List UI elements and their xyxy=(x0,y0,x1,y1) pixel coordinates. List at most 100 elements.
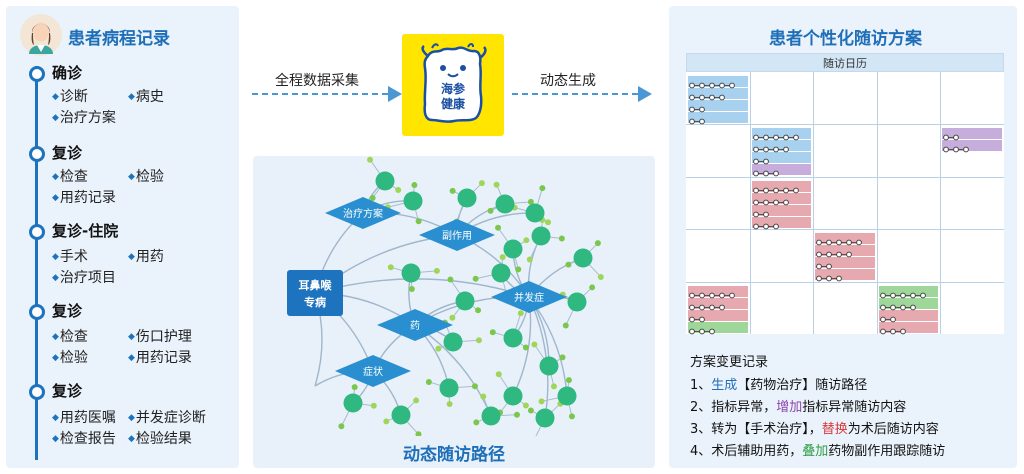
teal-node xyxy=(503,239,523,259)
followup-card-row xyxy=(815,269,875,282)
diamond-node xyxy=(377,309,453,341)
followup-dot xyxy=(899,328,906,334)
followup-dots-icon xyxy=(752,211,769,218)
followup-dot xyxy=(846,239,853,246)
diamond-node xyxy=(419,219,495,251)
collect-arrow-head-icon xyxy=(388,86,402,102)
stage-item: ◆用药记录 xyxy=(52,187,116,207)
followup-card xyxy=(751,128,812,177)
followup-dot xyxy=(752,211,759,218)
followup-dot xyxy=(689,118,695,125)
leaf-dot xyxy=(538,398,545,405)
teal-node xyxy=(491,263,511,283)
followup-dot xyxy=(919,292,926,298)
bullet-icon: ◆ xyxy=(52,413,59,423)
followup-dots-icon xyxy=(689,304,725,310)
leaf-dot xyxy=(435,345,442,352)
change-rest: 为术后随访内容 xyxy=(847,422,939,437)
followup-dot xyxy=(689,316,695,322)
followup-card-row xyxy=(878,285,939,298)
teal-node xyxy=(455,291,475,311)
followup-dot xyxy=(752,170,759,177)
change-log-item: 2、指标异常，增加指标异常随访内容 xyxy=(690,396,906,415)
stage-title: 复诊 xyxy=(52,144,83,162)
followup-dots-icon xyxy=(752,134,799,141)
followup-dot xyxy=(943,134,950,141)
followup-dot xyxy=(816,251,823,258)
followup-dot xyxy=(782,187,789,194)
followup-dots-icon xyxy=(689,106,705,113)
teal-node xyxy=(457,188,477,208)
followup-dot xyxy=(909,304,916,310)
followup-dots-icon xyxy=(752,223,779,230)
teal-node xyxy=(443,332,463,352)
center-node xyxy=(287,270,343,316)
stage-item: ◆检验 xyxy=(128,166,164,186)
followup-dot xyxy=(762,134,769,141)
calendar-row-divider xyxy=(686,229,1004,231)
followup-dot xyxy=(772,146,779,153)
followup-dot xyxy=(689,82,695,89)
diamond-node xyxy=(491,281,567,313)
calendar-col-divider xyxy=(876,72,878,334)
teal-node xyxy=(375,171,395,191)
timeline-line xyxy=(35,66,38,460)
stage-item: ◆手术 xyxy=(52,246,88,266)
bullet-icon: ◆ xyxy=(52,92,59,102)
teal-node xyxy=(573,248,593,268)
followup-dot xyxy=(899,304,906,310)
leaf-dot xyxy=(408,285,415,292)
followup-dot xyxy=(762,146,769,153)
teal-node xyxy=(539,356,559,376)
followup-dot xyxy=(879,292,886,298)
stage-item-label: 病史 xyxy=(135,89,164,105)
leaf-dot xyxy=(473,419,480,426)
stage-item: ◆用药 xyxy=(128,246,164,266)
timeline-dot xyxy=(29,146,45,162)
teal-node xyxy=(503,328,523,348)
leaf-dot xyxy=(425,378,432,385)
leaf-dot xyxy=(539,185,546,192)
timeline-dot xyxy=(29,304,45,320)
bullet-icon: ◆ xyxy=(128,332,135,342)
bullet-icon: ◆ xyxy=(52,434,59,444)
followup-card-row xyxy=(751,216,812,230)
teal-node xyxy=(535,408,555,428)
followup-dot xyxy=(729,82,735,89)
teal-node xyxy=(503,386,523,406)
stage-item-label: 并发症诊断 xyxy=(135,410,206,426)
calendar-row-divider xyxy=(686,176,1004,178)
leaf-dot xyxy=(597,273,604,280)
leaf-dot xyxy=(449,187,456,194)
followup-dot xyxy=(836,275,843,282)
stage-item: ◆用药记录 xyxy=(128,347,192,367)
followup-dot xyxy=(752,187,759,194)
teal-node xyxy=(525,203,545,223)
stage-title: 复诊 xyxy=(52,382,83,400)
followup-dot xyxy=(709,82,715,89)
logo-box: 海参 健康 xyxy=(402,34,504,136)
followup-dot xyxy=(752,158,759,165)
stage-item-label: 治疗方案 xyxy=(59,110,116,126)
followup-card-row xyxy=(815,233,875,246)
followup-card-row xyxy=(688,88,748,101)
followup-dot xyxy=(782,134,789,141)
followup-dot xyxy=(879,328,886,334)
bullet-icon: ◆ xyxy=(52,172,59,182)
followup-dot xyxy=(699,82,705,89)
followup-card-row xyxy=(751,180,812,194)
followup-dot xyxy=(699,328,705,334)
change-log-title: 方案变更记录 xyxy=(690,355,769,370)
change-log-item: 1、生成【药物治疗】随访路径 xyxy=(690,374,867,393)
followup-dots-icon xyxy=(943,146,970,153)
followup-dots-icon xyxy=(689,316,705,322)
leaf-dot xyxy=(558,235,565,242)
stage-item: ◆病史 xyxy=(128,86,164,106)
followup-dot xyxy=(953,134,960,141)
stage-item-label: 用药医嘱 xyxy=(59,410,116,426)
leaf-dot xyxy=(471,383,478,390)
stage-item-label: 用药 xyxy=(135,249,164,265)
bullet-icon: ◆ xyxy=(128,434,135,444)
stage-item-label: 用药记录 xyxy=(135,350,192,366)
followup-dot xyxy=(762,199,769,206)
